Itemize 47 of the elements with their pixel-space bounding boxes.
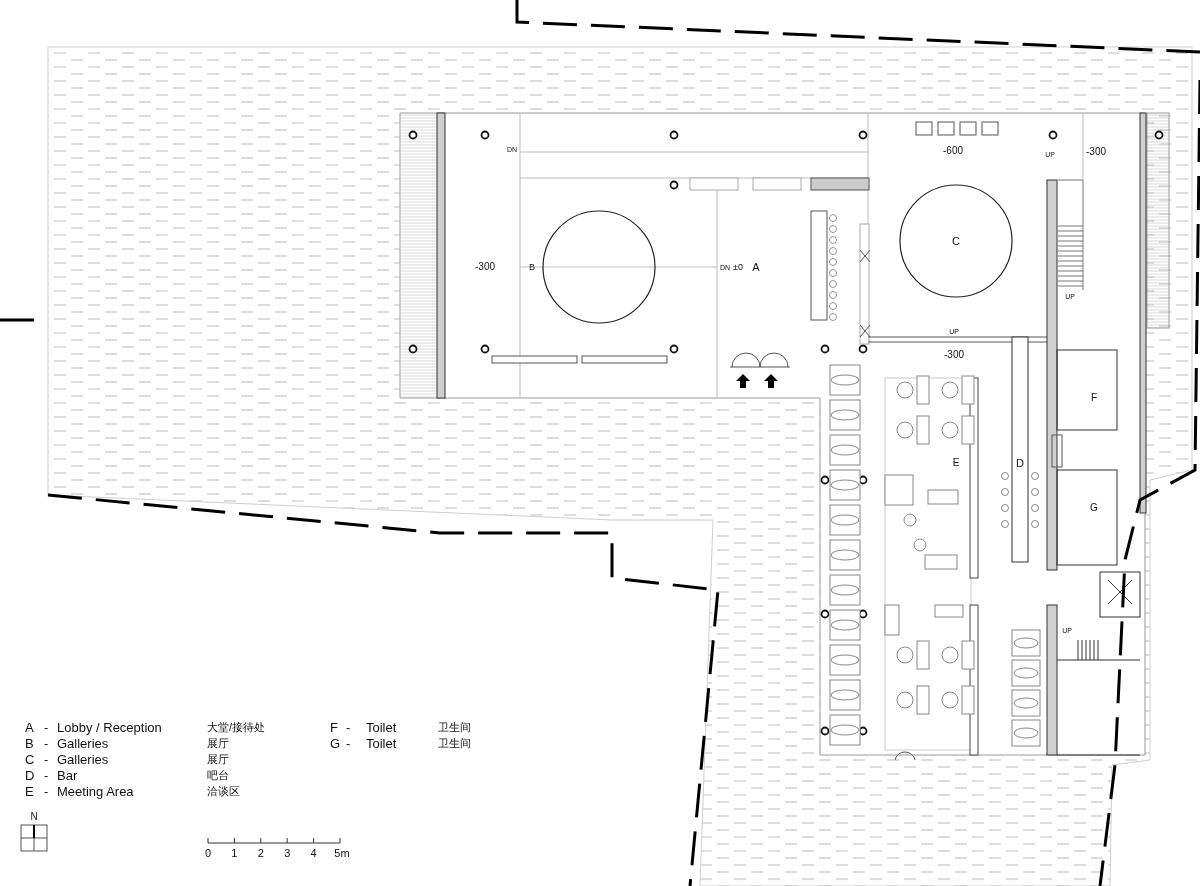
room-letter: G — [1090, 503, 1098, 513]
scale-number: 0 — [204, 847, 212, 859]
legend-text: Bar — [57, 768, 78, 782]
scale-number: 2 — [257, 847, 264, 859]
legend-key-letter: D — [25, 768, 35, 782]
elevation-label: -300 — [944, 350, 964, 360]
legend-text: Lobby / Reception — [57, 720, 162, 734]
legend-key-letter: F — [330, 720, 338, 734]
room-letter: D — [1016, 457, 1024, 469]
legend-separator: - — [44, 736, 49, 750]
room-letter: C — [952, 235, 960, 247]
legend-text: 卫生间 — [438, 737, 471, 749]
legend-text: Galleries — [57, 736, 109, 750]
legend-text: Toilet — [366, 720, 397, 734]
legend-separator: - — [44, 784, 49, 798]
scale-number: 5m — [334, 847, 350, 859]
legend-key-letter: A — [25, 720, 34, 734]
room-letter: E — [952, 458, 960, 468]
room-letter: B — [529, 262, 535, 272]
legend-text: 洽谈区 — [207, 785, 240, 797]
elevation-label: -300 — [475, 262, 495, 272]
legend-text: Galleries — [57, 752, 109, 766]
room-letter: F — [1090, 393, 1098, 403]
legend-text: 大堂/接待处 — [207, 721, 266, 733]
legend-text: 卫生间 — [438, 721, 471, 733]
elevation-label: ±0 — [733, 262, 743, 272]
legend-separator: - — [44, 752, 49, 766]
north-label: N — [30, 812, 38, 822]
room-letter: A — [752, 261, 760, 273]
legend-text: Meeting Area — [57, 784, 134, 798]
elevation-label: -300 — [1086, 147, 1106, 157]
scale-number: 3 — [284, 847, 291, 859]
legend-key-letter: B — [25, 736, 34, 750]
legend-key-letter: G — [330, 736, 341, 750]
elevation-label: -600 — [943, 146, 963, 156]
legend-key-letter: E — [25, 784, 34, 798]
legend-text: 展厅 — [207, 737, 229, 749]
legend-separator: - — [44, 768, 49, 782]
legend-text: 展厅 — [207, 753, 229, 765]
legend-separator: - — [44, 720, 49, 734]
legend-separator: - — [346, 720, 351, 734]
legend-key-letter: C — [25, 752, 35, 766]
legend-text: 吧台 — [207, 769, 229, 781]
scale-number: 1 — [231, 847, 238, 859]
legend-text: Toilet — [366, 736, 397, 750]
legend-separator: - — [346, 736, 351, 750]
scale-number: 4 — [310, 847, 317, 859]
